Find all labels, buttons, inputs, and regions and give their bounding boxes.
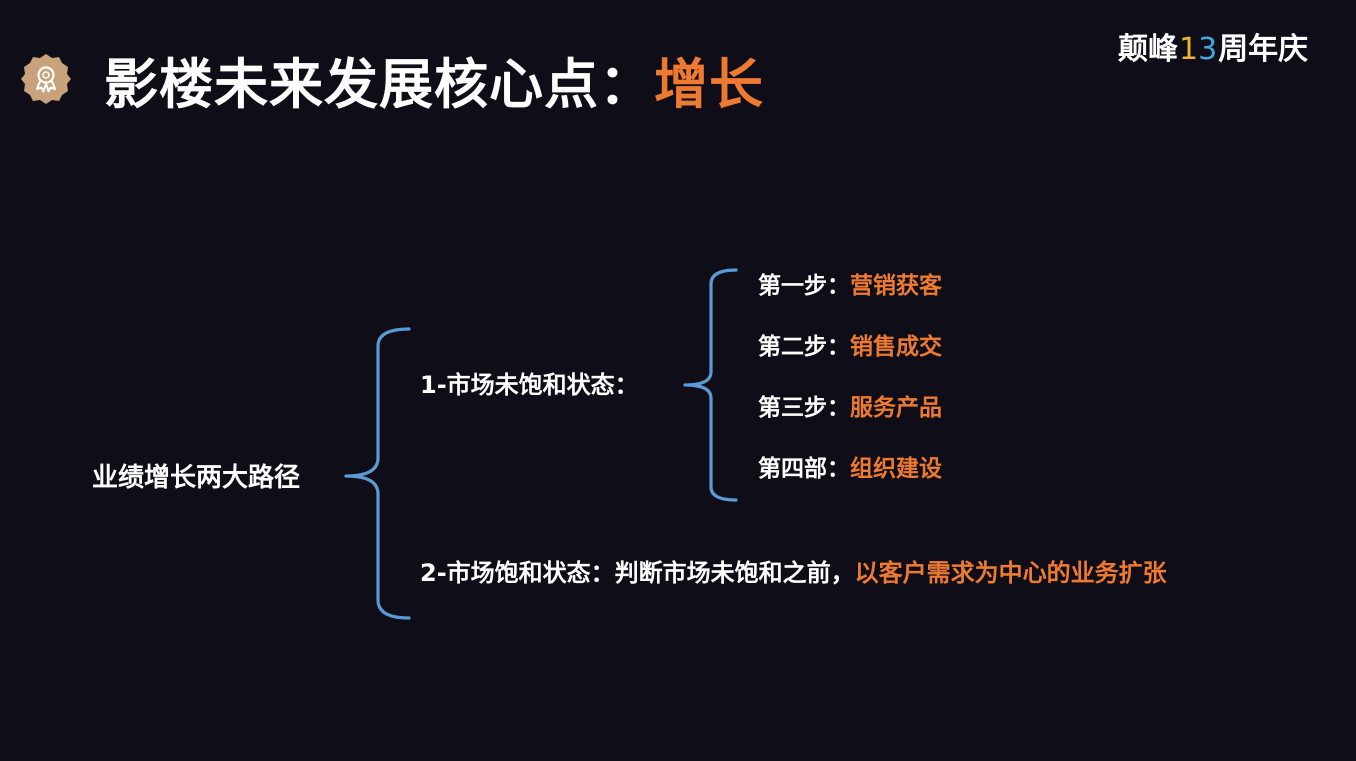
step-3: 第三步：服务产品: [758, 392, 942, 424]
step-value: 营销获客: [850, 273, 942, 299]
branch-2-highlight: 以客户需求为中心的业务扩张: [854, 559, 1167, 587]
page-title-highlight: 增长: [654, 53, 764, 116]
step-4: 第四部：组织建设: [758, 453, 942, 485]
step-value: 组织建设: [850, 456, 942, 482]
logo-digit-1: 1: [1179, 32, 1199, 67]
step-label: 第四部：: [758, 456, 850, 482]
main-brace: [344, 327, 411, 620]
logo-number: 13: [1179, 32, 1217, 67]
step-label: 第二步：: [758, 334, 850, 360]
branch-saturated-market: 2-市场饱和状态：判断市场未饱和之前，以客户需求为中心的业务扩张: [420, 556, 1167, 590]
award-ribbon-icon: [21, 54, 71, 104]
page-title: 影楼未来发展核心点：增长: [104, 50, 764, 120]
step-2: 第二步：销售成交: [758, 331, 942, 363]
page-title-main: 影楼未来发展核心点：: [104, 53, 654, 116]
step-value: 服务产品: [850, 395, 942, 421]
logo-text-left: 颠峰: [1118, 32, 1178, 67]
mindmap-root: 业绩增长两大路径: [92, 463, 301, 493]
branch-unsaturated-market: 1-市场未饱和状态：: [420, 371, 639, 399]
step-label: 第一步：: [758, 273, 850, 299]
sub-brace: [683, 268, 738, 502]
step-value: 销售成交: [850, 334, 942, 360]
logo-digit-3: 3: [1198, 32, 1218, 67]
brand-logo: 颠峰13周年庆: [1118, 30, 1308, 70]
step-label: 第三步：: [758, 395, 850, 421]
branch-2-label: 2-市场饱和状态：判断市场未饱和之前，: [420, 559, 855, 587]
step-1: 第一步：营销获客: [758, 270, 942, 302]
logo-text-right: 周年庆: [1218, 32, 1309, 67]
